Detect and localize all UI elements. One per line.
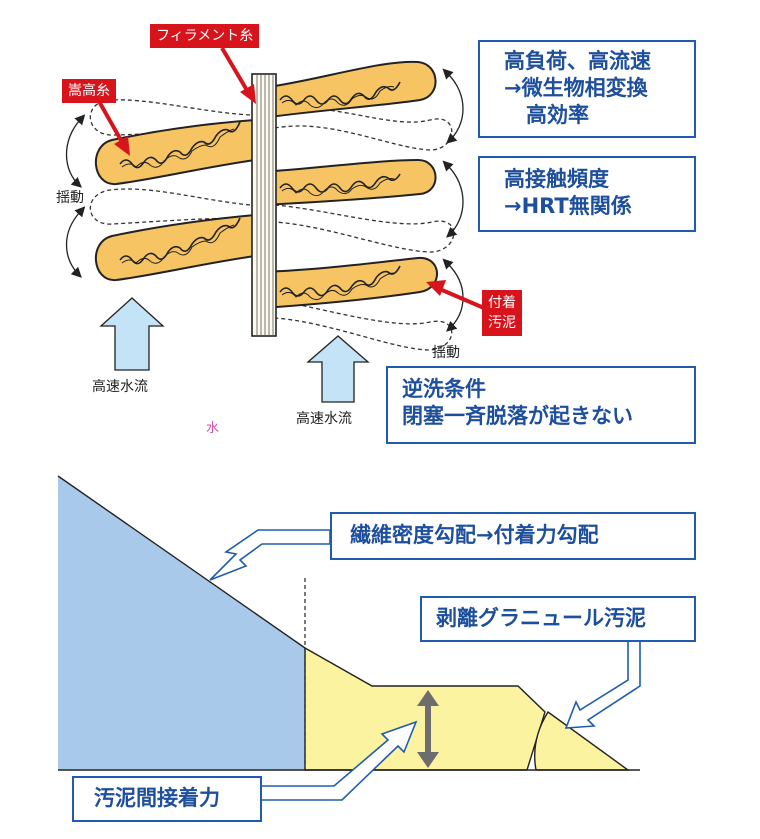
swing-arrow-left-upper	[66, 114, 86, 188]
backwash-box: 逆洗条件 閉塞一斉脱落が起きない	[386, 366, 696, 444]
fiber-gradient-text: 繊維密度勾配→付着力勾配	[350, 523, 599, 547]
filament-core	[251, 73, 277, 337]
high-load-box: 高負荷、高流速 →微生物相変換 高効率	[478, 40, 696, 138]
granule-callout-arrow	[564, 639, 641, 729]
swing-outline-right-1	[274, 107, 453, 151]
fiber-slope-line	[57, 475, 306, 649]
adhesion-text: 汚泥間接着力	[94, 786, 220, 810]
granule-box: 剥離グラニュール汚泥	[420, 596, 696, 642]
thickness-arrow	[417, 690, 439, 768]
sludge-pointer-arrow	[426, 280, 485, 310]
fiber-density-region	[58, 476, 305, 770]
yarn-left-2	[95, 213, 256, 282]
backwash-line-2: 閉塞一斉脱落が起きない	[402, 404, 633, 428]
shake-label-right: 揺動	[432, 345, 460, 361]
swing-arrow-left-lower	[66, 206, 86, 278]
flow-label-right: 高速水流	[296, 411, 352, 427]
adhesion-box: 汚泥間接着力	[72, 776, 262, 822]
swing-outline-right-2	[274, 204, 455, 253]
bulky-yarn-label: 嵩高糸	[62, 79, 116, 103]
high-load-line-3: 高効率	[526, 103, 589, 127]
bulky-pointer-arrow	[94, 95, 130, 156]
water-label: 水	[206, 421, 220, 436]
contact-line-1: 高接触頻度	[504, 167, 609, 191]
flow-arrow-left	[99, 297, 165, 371]
contact-line-2: →HRT無関係	[504, 194, 632, 218]
filament-pointer-arrow	[220, 46, 256, 104]
attached-sludge-label: 付着 汚泥	[482, 290, 522, 336]
adhesion-callout-arrow	[259, 720, 418, 801]
attached-sludge-line-2: 汚泥	[488, 315, 516, 331]
high-load-line-2: →微生物相変換	[504, 76, 648, 100]
yarn-left-1	[95, 118, 256, 186]
swing-outline-right-3	[274, 299, 453, 351]
attached-sludge-line-1: 付着	[488, 295, 516, 311]
fiber-gradient-callout-arrow	[209, 529, 331, 581]
flow-arrow-right	[306, 335, 370, 403]
shake-label-left: 揺動	[56, 190, 84, 206]
backwash-line-1: 逆洗条件	[402, 377, 486, 401]
swing-arrow-right-2	[442, 160, 464, 238]
flow-label-left: 高速水流	[92, 379, 148, 395]
yarn-right-2	[261, 158, 437, 207]
swing-outline-left-2	[89, 188, 251, 225]
yarn-right-3	[261, 256, 438, 310]
fiber-gradient-box: 繊維密度勾配→付着力勾配	[330, 512, 696, 560]
high-load-line-1: 高負荷、高流速	[504, 49, 651, 73]
yarn-right-1	[261, 60, 437, 120]
filament-label: フィラメント糸	[150, 24, 260, 48]
granule-text: 剥離グラニュール汚泥	[436, 606, 646, 630]
contact-box: 高接触頻度 →HRT無関係	[478, 156, 696, 232]
swing-arrow-right-1	[442, 68, 464, 144]
